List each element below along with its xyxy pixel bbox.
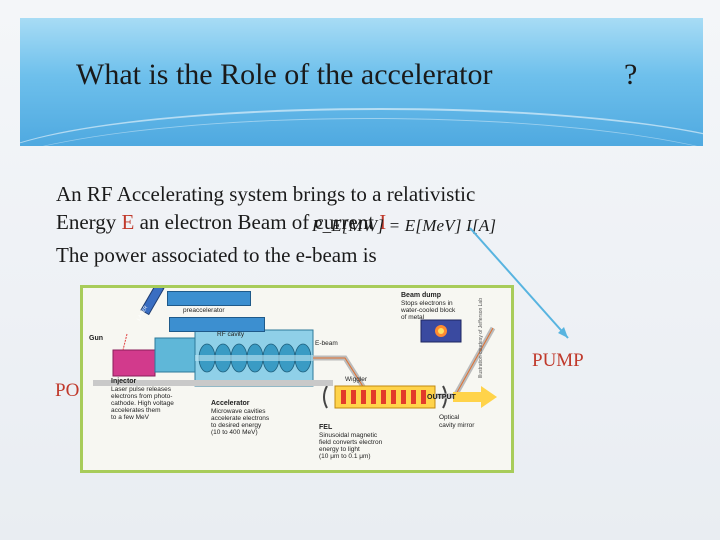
label-preaccelerator: preaccelerator <box>183 307 225 314</box>
label-fel: FEL <box>319 424 333 431</box>
accelerator-desc-2: accelerate electrons <box>211 415 270 422</box>
fel-desc-3: energy to light <box>319 446 360 453</box>
label-gun: Gun <box>89 335 103 342</box>
pump-label: PUMP <box>532 350 584 371</box>
accelerator-desc-3: to desired energy <box>211 422 262 429</box>
label-output: OUTPUT <box>427 394 456 401</box>
body-line-1: An RF Accelerating system brings to a re… <box>56 182 476 206</box>
label-optical-desc: cavity mirror <box>439 422 475 429</box>
body-line-3: The power associated to the e-beam is <box>56 243 377 267</box>
injector-desc-1: Laser pulse releases <box>111 386 171 393</box>
fel-diagram-graphics <box>83 288 511 470</box>
fel-desc-1: Sinusoidal magnetic <box>319 432 378 439</box>
overlay-blue-box-mid <box>169 317 265 332</box>
label-beam-dump: Beam dump <box>401 292 442 299</box>
fel-diagram: Gun preaccelerator RF cavity E-beam Beam… <box>80 285 514 473</box>
overlay-blue-box-top <box>167 291 251 306</box>
body-line-2: Energy E an electron Beam of current I <box>56 210 386 235</box>
label-accelerator: Accelerator <box>211 400 250 407</box>
beam-dump-desc-1: Stops electrons in <box>401 300 453 307</box>
label-e-beam: E-beam <box>315 340 338 347</box>
power-label: PO <box>55 380 80 401</box>
slide-title: What is the Role of the accelerator <box>76 58 493 91</box>
header-wave-decoration <box>20 118 703 146</box>
header-wave-decoration <box>20 108 703 146</box>
label-wiggler: Wiggler <box>345 376 368 383</box>
accelerator-desc-4: (10 to 400 MeV) <box>211 429 258 436</box>
label-rf-cavity: RF cavity <box>217 331 245 338</box>
beam-dump-desc-2: water-cooled block <box>401 307 456 314</box>
slide-header-band <box>20 18 703 146</box>
title-question-mark: ? <box>624 58 638 91</box>
fel-desc-2: field converts electron <box>319 439 383 446</box>
body-line-2-text-a: Energy <box>56 210 122 234</box>
energy-symbol: E <box>121 210 135 234</box>
injector-desc-3: cathode. High voltage <box>111 400 174 407</box>
injector-desc-4: accelerates them <box>111 407 161 414</box>
label-injector: Injector <box>111 378 137 385</box>
injector-desc-2: electrons from photo- <box>111 393 173 400</box>
power-formula: P_E[MW] = E[MeV] I[A] <box>312 216 497 235</box>
illustration-credit: Illustration courtesy of Jefferson Lab <box>478 298 484 379</box>
beam-dump-desc-3: of metal <box>401 314 425 321</box>
fel-desc-4: (10 μm to 0.1 μm) <box>319 453 371 460</box>
current-symbol: I <box>379 210 387 234</box>
injector-desc-5: to a few MeV <box>111 414 149 421</box>
label-optical: Optical <box>439 414 460 421</box>
accelerator-desc-1: Microwave cavities <box>211 408 266 415</box>
body-line-2-text-b: an electron Beam of current <box>134 210 380 234</box>
